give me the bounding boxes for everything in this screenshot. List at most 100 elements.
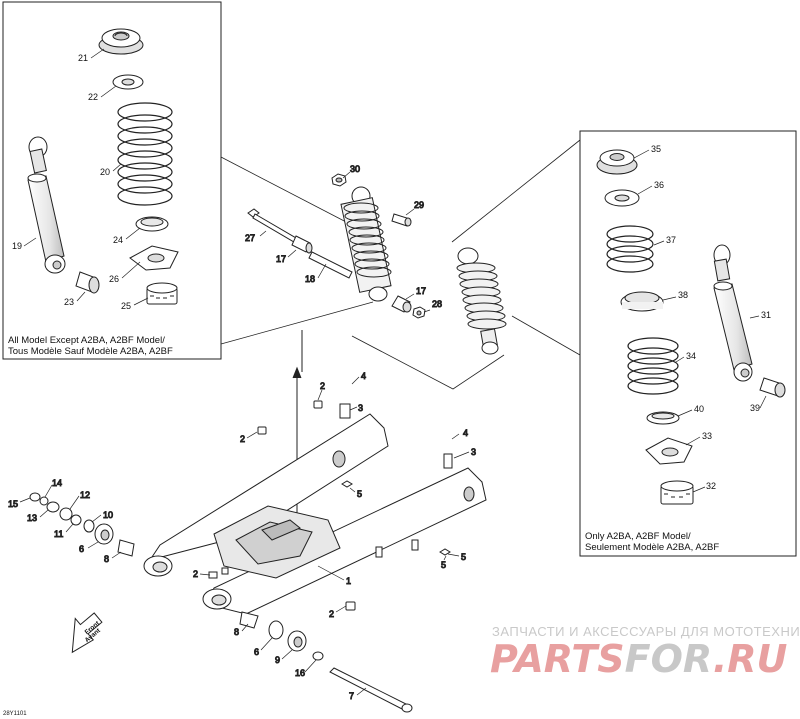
inset-left-caption-1: All Model Except A2BA, A2BF Model/	[8, 335, 165, 346]
callout-27: 27	[245, 233, 255, 243]
part-38-collar	[620, 291, 664, 312]
part-31-shock-absorber	[713, 244, 753, 382]
part-29-sleeve	[391, 213, 412, 227]
callout-8-left: 8	[104, 554, 109, 564]
callout-33: 33	[702, 431, 712, 441]
watermark-brand-ru: .RU	[713, 637, 788, 681]
pivot-hardware-left	[29, 492, 135, 557]
callout-5-bottom: 5	[441, 560, 446, 570]
part-25-adjuster-nut	[146, 282, 178, 305]
part-26-plate	[129, 245, 179, 271]
callout-2-top: 2	[320, 381, 325, 391]
front-arrow-icon	[71, 612, 103, 654]
leaders-center	[259, 171, 431, 313]
part-34-spring-long	[627, 337, 679, 395]
callout-30: 30	[350, 164, 360, 174]
part-39-bushing	[759, 377, 786, 398]
callout-5-right: 5	[461, 552, 466, 562]
callout-14: 14	[52, 478, 62, 488]
watermark-brand: PARTSFOR.RU	[490, 637, 788, 681]
connector-lines	[220, 139, 581, 390]
callout-5-mid: 5	[357, 489, 362, 499]
part-33-plate	[645, 437, 693, 465]
inset-right: 35 36 37 38 34 40 33 32 31 39 Only A2BA,…	[579, 130, 797, 557]
callout-8-bottom: 8	[234, 627, 239, 637]
inset-left: 21 22 20 19 24 26 23 25 All Model Except…	[2, 1, 222, 360]
callout-31: 31	[761, 310, 771, 320]
callout-6-bottom: 6	[254, 647, 259, 657]
watermark-brand-parts: PARTS	[490, 637, 625, 681]
part-22-stopper	[112, 74, 144, 90]
callout-28: 28	[432, 299, 442, 309]
inset-right-frame	[579, 130, 797, 557]
callout-1: 1	[346, 576, 351, 586]
part-27-bolt	[247, 208, 297, 243]
callout-16: 16	[295, 668, 305, 678]
callout-4-top: 4	[361, 371, 366, 381]
inset-right-caption-2: Seulement Modèle A2BA, A2BF	[585, 542, 719, 553]
part-17-spacer-lower	[391, 295, 412, 313]
callout-15: 15	[8, 499, 18, 509]
swing-arm-crossmember	[213, 505, 341, 579]
callout-38: 38	[678, 290, 688, 300]
swing-arm-assembly: 2 4 3 2 4 3 5 5 15 14 13 12 11 10 6 8 2 …	[8, 330, 487, 713]
callout-10: 10	[103, 510, 113, 520]
swing-arm-upper-beam	[149, 413, 389, 561]
watermark: ЗАПЧАСТИ И АКСЕССУАРЫ ДЛЯ МОТОТЕХНИКИ PA…	[490, 624, 800, 681]
front-direction-arrow: Front Avant	[71, 612, 103, 654]
callout-20: 20	[100, 167, 110, 177]
callout-39: 39	[750, 403, 760, 413]
callout-19: 19	[12, 241, 22, 251]
callout-3-right: 3	[471, 447, 476, 457]
callout-13: 13	[27, 513, 37, 523]
part-32-adjuster-nut	[660, 480, 694, 505]
callout-32: 32	[706, 481, 716, 491]
inset-left-caption-2: Tous Modèle Sauf Modèle A2BA, A2BF	[8, 346, 173, 357]
callout-29: 29	[414, 200, 424, 210]
callout-17-upper: 17	[276, 254, 286, 264]
part-35-spring-seat	[596, 149, 638, 175]
center-shock-assembly: 30 29 27 17 18 17 28	[245, 164, 507, 355]
part-28-nut	[412, 306, 426, 319]
center-shock-alt	[456, 247, 507, 355]
callout-11: 11	[54, 529, 63, 539]
leaders-swing-arm	[19, 376, 470, 696]
swing-arm-pivots	[143, 450, 475, 610]
callout-34: 34	[686, 351, 696, 361]
part-30-nut	[331, 173, 347, 187]
leaders-right	[633, 149, 767, 493]
watermark-brand-for: FOR	[625, 637, 713, 681]
part-36-stopper	[604, 189, 640, 207]
callout-4-right: 4	[463, 428, 468, 438]
leaders-left	[23, 48, 149, 306]
callout-35: 35	[651, 144, 661, 154]
callout-9: 9	[275, 655, 280, 665]
part-40-ring	[646, 411, 680, 425]
callout-25: 25	[121, 301, 131, 311]
callout-36: 36	[654, 180, 664, 190]
callout-37: 37	[666, 235, 676, 245]
callout-2-bottom: 2	[329, 609, 334, 619]
part-24-ring	[135, 216, 169, 232]
callout-2-pivot: 2	[193, 569, 198, 579]
part-19-shock-absorber	[27, 136, 66, 274]
figure-code: 28Y1101	[3, 711, 27, 717]
part-37-spring-short	[606, 225, 654, 273]
callout-24: 24	[113, 235, 123, 245]
watermark-tagline: ЗАПЧАСТИ И АКСЕССУАРЫ ДЛЯ МОТОТЕХНИКИ	[492, 624, 800, 639]
callout-18: 18	[305, 274, 315, 284]
part-18-tube	[308, 251, 353, 279]
callout-40: 40	[694, 404, 704, 414]
callout-7: 7	[349, 691, 354, 701]
part-20-coil-spring	[117, 102, 173, 206]
part-21-spring-seat	[98, 28, 144, 55]
callout-17-lower: 17	[416, 286, 426, 296]
part-23-bushing	[75, 271, 100, 294]
inset-left-frame	[2, 1, 222, 360]
callout-6-left: 6	[79, 544, 84, 554]
swing-arm-fittings	[208, 400, 453, 611]
part-17-spacer	[291, 235, 313, 254]
callout-26: 26	[109, 274, 119, 284]
callout-23: 23	[64, 297, 74, 307]
